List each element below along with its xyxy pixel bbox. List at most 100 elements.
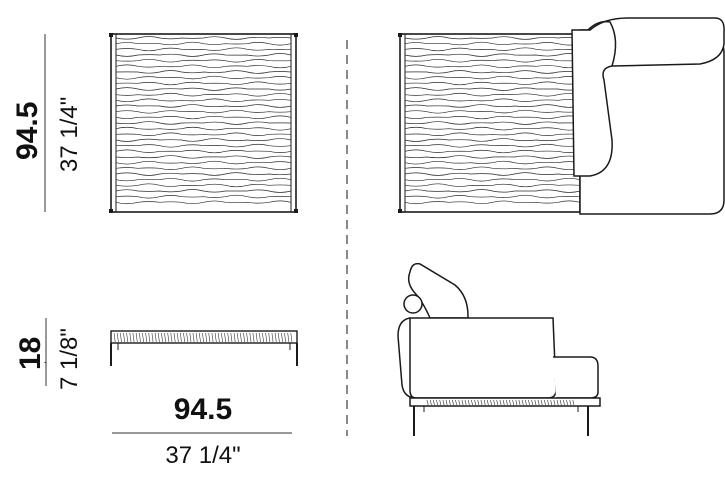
weave-strand: [113, 332, 116, 343]
weave-strand: [404, 64, 581, 69]
sofa-side-view: [397, 262, 601, 436]
weave-strand: [233, 332, 236, 343]
weave-strand: [189, 332, 192, 343]
weave-strand: [442, 399, 445, 406]
table-front-view: [110, 330, 298, 366]
weave-strand: [467, 399, 470, 406]
weave-strand: [563, 399, 565, 406]
woven-pattern: [115, 36, 292, 205]
weave-strand: [404, 75, 581, 80]
weave-strand: [115, 109, 292, 114]
weave-strand: [115, 189, 292, 193]
weave-strand: [115, 149, 292, 154]
weave-strand: [246, 332, 249, 343]
front-view-width-metric: 94.5: [174, 393, 232, 426]
weave-strand: [170, 332, 173, 343]
sofa-top-view: [571, 17, 725, 215]
weave-strand: [404, 143, 581, 148]
woven-pattern: [404, 36, 581, 205]
weave-strand: [199, 332, 201, 343]
weave-strand: [116, 332, 119, 343]
weave-strand: [249, 332, 252, 343]
weave-strand: [477, 399, 480, 406]
weave-strand: [404, 98, 581, 102]
weave-strand: [132, 332, 135, 343]
weave-strand: [115, 121, 292, 125]
weave-strand: [115, 75, 292, 80]
weave-strand: [404, 115, 581, 120]
weave-strand: [115, 98, 292, 102]
weave-strand: [480, 399, 483, 406]
weave-strand: [186, 332, 189, 343]
weave-strand: [506, 399, 508, 406]
weave-strand: [115, 104, 292, 108]
weave-strand: [123, 332, 125, 343]
weave-strand: [115, 87, 292, 91]
weave-strand: [404, 126, 581, 131]
top-view-depth-imperial: 37 1/4": [56, 97, 83, 172]
weave-strand: [115, 177, 292, 182]
weave-strand: [404, 41, 581, 46]
weave-strand: [512, 399, 515, 406]
weave-strand: [569, 399, 572, 406]
weave-strand: [115, 47, 292, 52]
weave-strand: [164, 332, 166, 343]
weave-strand: [461, 399, 464, 406]
weave-strand: [115, 166, 292, 170]
weave-strand: [404, 109, 581, 114]
weave-strand: [176, 332, 179, 343]
weave-strand: [404, 58, 581, 63]
weave-strand: [559, 399, 562, 406]
weave-strand: [521, 399, 524, 406]
weave-strand: [243, 332, 245, 343]
weave-strand: [115, 143, 292, 148]
weave-strand: [115, 160, 292, 165]
weave-strand: [195, 332, 198, 343]
weave-strand: [518, 399, 521, 406]
weave-strand: [458, 399, 461, 406]
weave-strand: [217, 332, 220, 343]
weave-strand: [544, 399, 546, 406]
weave-strand: [268, 332, 271, 343]
weave-strand: [230, 332, 233, 343]
table-top-view: [109, 33, 298, 213]
weave-strand: [525, 399, 527, 406]
weave-strand: [553, 399, 556, 406]
weave-strand: [115, 64, 292, 69]
weave-strand: [426, 399, 429, 406]
weave-strand: [274, 332, 277, 343]
weave-strand: [236, 332, 239, 343]
weave-strand: [161, 332, 163, 343]
weave-strand: [448, 399, 451, 406]
weave-strand: [502, 399, 505, 406]
weave-strand: [404, 166, 581, 170]
weave-strand: [493, 399, 496, 406]
weave-strand: [115, 200, 292, 205]
weave-strand: [115, 115, 292, 120]
weave-strand: [404, 149, 581, 154]
weave-strand: [566, 399, 568, 406]
weave-strand: [404, 177, 581, 182]
weave-strand: [192, 332, 195, 343]
table-with-sofa-side-view: [397, 262, 601, 436]
weave-strand: [271, 332, 274, 343]
side-view-height-imperial: 7 1/8": [56, 328, 83, 390]
weave-strand: [474, 399, 477, 406]
weave-strand: [183, 332, 185, 343]
weave-strand: [486, 399, 489, 406]
weave-strand: [404, 200, 581, 205]
weave-strand: [154, 332, 157, 343]
weave-strand: [404, 172, 581, 176]
weave-strand: [404, 155, 581, 159]
weave-strand: [499, 399, 502, 406]
weave-strand: [115, 36, 292, 40]
front-weave: [426, 399, 575, 406]
weave-strand: [281, 332, 283, 343]
weave-strand: [202, 332, 204, 343]
side-view-height-metric: 18: [14, 337, 47, 370]
weave-strand: [556, 399, 559, 406]
weave-strand: [439, 399, 442, 406]
weave-strand: [455, 399, 457, 406]
weave-strand: [126, 332, 129, 343]
